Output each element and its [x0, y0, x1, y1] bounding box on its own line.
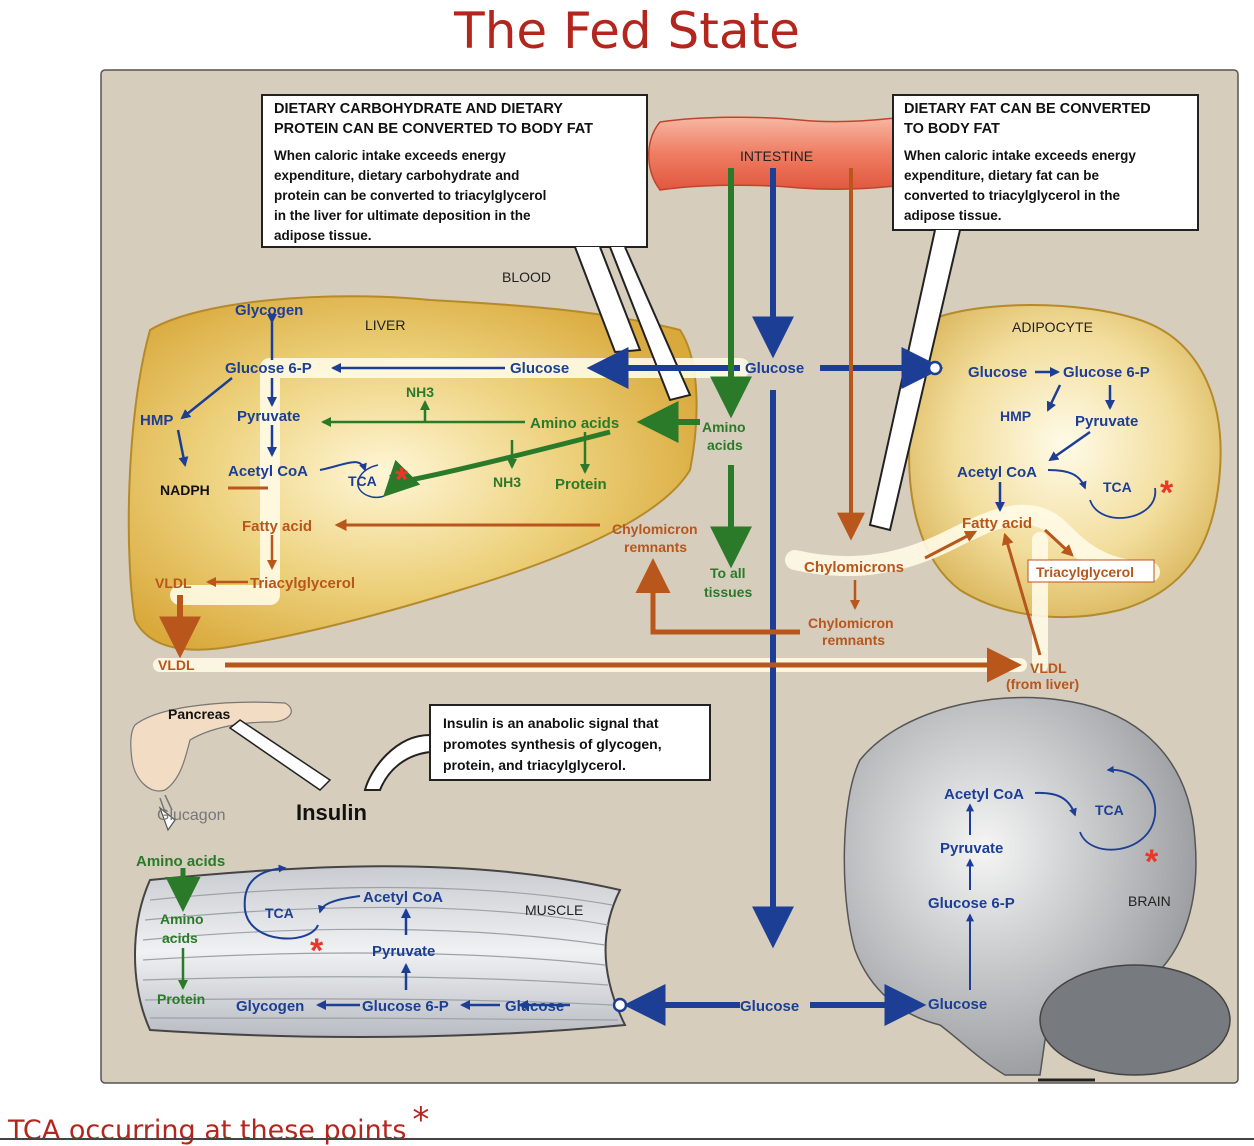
- liver-nadph: NADPH: [160, 482, 210, 498]
- adipocyte-fatty-acid: Fatty acid: [962, 515, 1032, 532]
- callout-carb-body-line1: When caloric intake exceeds energy: [274, 148, 506, 163]
- brain-glucose: Glucose: [928, 996, 987, 1013]
- blood-glucose: Glucose: [745, 360, 804, 377]
- brain-acetyl-coa: Acetyl CoA: [944, 786, 1024, 803]
- callout-fat-body-line3: converted to triacylglycerol in the: [904, 188, 1121, 203]
- liver-label: LIVER: [365, 317, 405, 333]
- insulin-label: Insulin: [296, 800, 367, 825]
- liver-chylomicron-remnants-line1: Chylomicron: [612, 521, 698, 537]
- callout-fat-body-line1: When caloric intake exceeds energy: [904, 148, 1136, 163]
- liver-acetyl-coa: Acetyl CoA: [228, 463, 308, 480]
- adipocyte-glucose: Glucose: [968, 364, 1027, 381]
- blood-amino-acids-line2: acids: [707, 437, 743, 453]
- muscle-amino-acids-line1: Amino: [160, 911, 204, 927]
- muscle-label: MUSCLE: [525, 902, 583, 918]
- adipocyte-acetyl-coa: Acetyl CoA: [957, 464, 1037, 481]
- muscle-protein: Protein: [157, 991, 205, 1007]
- liver-glycogen: Glycogen: [235, 302, 303, 319]
- intestine-shape: [648, 116, 896, 191]
- callout-carb-box: [261, 94, 648, 248]
- brain-label: BRAIN: [1128, 893, 1171, 909]
- page-title: The Fed State: [454, 2, 800, 60]
- blood-glucose-bottom: Glucose: [740, 998, 799, 1015]
- callout-carb-heading-line2: PROTEIN CAN BE CONVERTED TO BODY FAT: [274, 121, 593, 137]
- glucagon-label: Glucagon: [157, 807, 226, 824]
- cerebellum-shape: [1039, 964, 1231, 1076]
- liver-tca-marker: *: [395, 461, 409, 499]
- bottom-rule: [0, 1138, 1254, 1140]
- brain-tca: TCA: [1095, 802, 1124, 818]
- adipocyte-tca-marker: *: [1160, 474, 1174, 512]
- liver-nh3-top: NH3: [406, 384, 434, 400]
- adipocyte-shape: [908, 304, 1222, 618]
- muscle-tca-marker: *: [310, 932, 324, 970]
- blood-chylomicrons: Chylomicrons: [804, 559, 904, 576]
- muscle-tca: TCA: [265, 905, 294, 921]
- muscle-glucose: Glucose: [505, 998, 564, 1015]
- liver-pyruvate: Pyruvate: [237, 408, 300, 425]
- liver-nh3-bottom: NH3: [493, 474, 521, 490]
- blood-chylomicron-remnants-line2: remnants: [822, 632, 885, 648]
- callout-fat-body-line2: expenditure, dietary fat can be: [904, 168, 1100, 183]
- intestine-label: INTESTINE: [740, 148, 813, 164]
- liver-fatty-acid: Fatty acid: [242, 518, 312, 535]
- callout-fat-box: [892, 94, 1199, 231]
- blood-to-all-tissues-line2: tissues: [704, 584, 752, 600]
- muscle-glucose-6p: Glucose 6-P: [362, 998, 449, 1015]
- liver-glucose-6p: Glucose 6-P: [225, 360, 312, 377]
- blood-chylomicron-remnants-line1: Chylomicron: [808, 615, 894, 631]
- callout-carb-heading-line1: DIETARY CARBOHYDRATE AND DIETARY: [274, 101, 563, 117]
- brain-tca-marker: *: [1145, 843, 1159, 881]
- adipocyte-label: ADIPOCYTE: [1012, 319, 1093, 335]
- liver-vldl-out: VLDL: [158, 657, 195, 673]
- muscle-amino-acids-line2: acids: [162, 930, 198, 946]
- liver-amino-acids: Amino acids: [530, 415, 619, 432]
- liver-triacylglycerol: Triacylglycerol: [250, 575, 355, 592]
- callout-insulin-line2: promotes synthesis of glycogen,: [443, 736, 662, 752]
- callout-insulin-line3: protein, and triacylglycerol.: [443, 757, 626, 773]
- callout-fat-heading-line1: DIETARY FAT CAN BE CONVERTED: [904, 101, 1151, 117]
- callout-fat-body-line4: adipose tissue.: [904, 208, 1002, 223]
- brain-pyruvate: Pyruvate: [940, 840, 1003, 857]
- liver-vldl: VLDL: [155, 575, 192, 591]
- liver-hmp: HMP: [140, 412, 173, 429]
- liver-chylomicron-remnants-line2: remnants: [624, 539, 687, 555]
- blood-vldl-from-liver-line2: (from liver): [1006, 676, 1079, 692]
- footer-tca-marker: *: [412, 1100, 430, 1140]
- liver-glucose: Glucose: [510, 360, 569, 377]
- muscle-acetyl-coa: Acetyl CoA: [363, 889, 443, 906]
- pancreas-label: Pancreas: [168, 706, 230, 722]
- callout-carb-body-line2: expenditure, dietary carbohydrate and: [274, 168, 519, 183]
- adipocyte-glucose-6p: Glucose 6-P: [1063, 364, 1150, 381]
- adipocyte-tca: TCA: [1103, 479, 1132, 495]
- muscle-pyruvate: Pyruvate: [372, 943, 435, 960]
- muscle-glycogen: Glycogen: [236, 998, 304, 1015]
- adipocyte-hmp: HMP: [1000, 408, 1031, 424]
- pancreas-shape: [130, 701, 292, 792]
- callout-carb-body-line3: protein can be converted to triacylglyce…: [274, 188, 546, 203]
- liver-tca: TCA: [348, 473, 377, 489]
- brain-glucose-6p: Glucose 6-P: [928, 895, 1015, 912]
- callout-carb-body-line5: adipose tissue.: [274, 228, 372, 243]
- callout-fat-heading-line2: TO BODY FAT: [904, 121, 1000, 137]
- blood-vldl-from-liver-line1: VLDL: [1030, 660, 1067, 676]
- callout-insulin-box: [429, 704, 711, 781]
- callout-carb-body-line4: in the liver for ultimate deposition in …: [274, 208, 531, 223]
- footer-note: TCA occurring at these points*: [8, 1100, 429, 1146]
- muscle-amino-acids-in: Amino acids: [136, 853, 225, 870]
- blood-amino-acids-line1: Amino: [702, 419, 746, 435]
- footer-text: TCA occurring at these points: [8, 1115, 407, 1146]
- liver-protein: Protein: [555, 476, 607, 493]
- blood-to-all-tissues-line1: To all: [710, 565, 746, 581]
- blood-label: BLOOD: [502, 269, 551, 285]
- callout-insulin-line1: Insulin is an anabolic signal that: [443, 715, 659, 731]
- adipocyte-pyruvate: Pyruvate: [1075, 413, 1138, 430]
- adipocyte-triacylglycerol: Triacylglycerol: [1036, 564, 1134, 580]
